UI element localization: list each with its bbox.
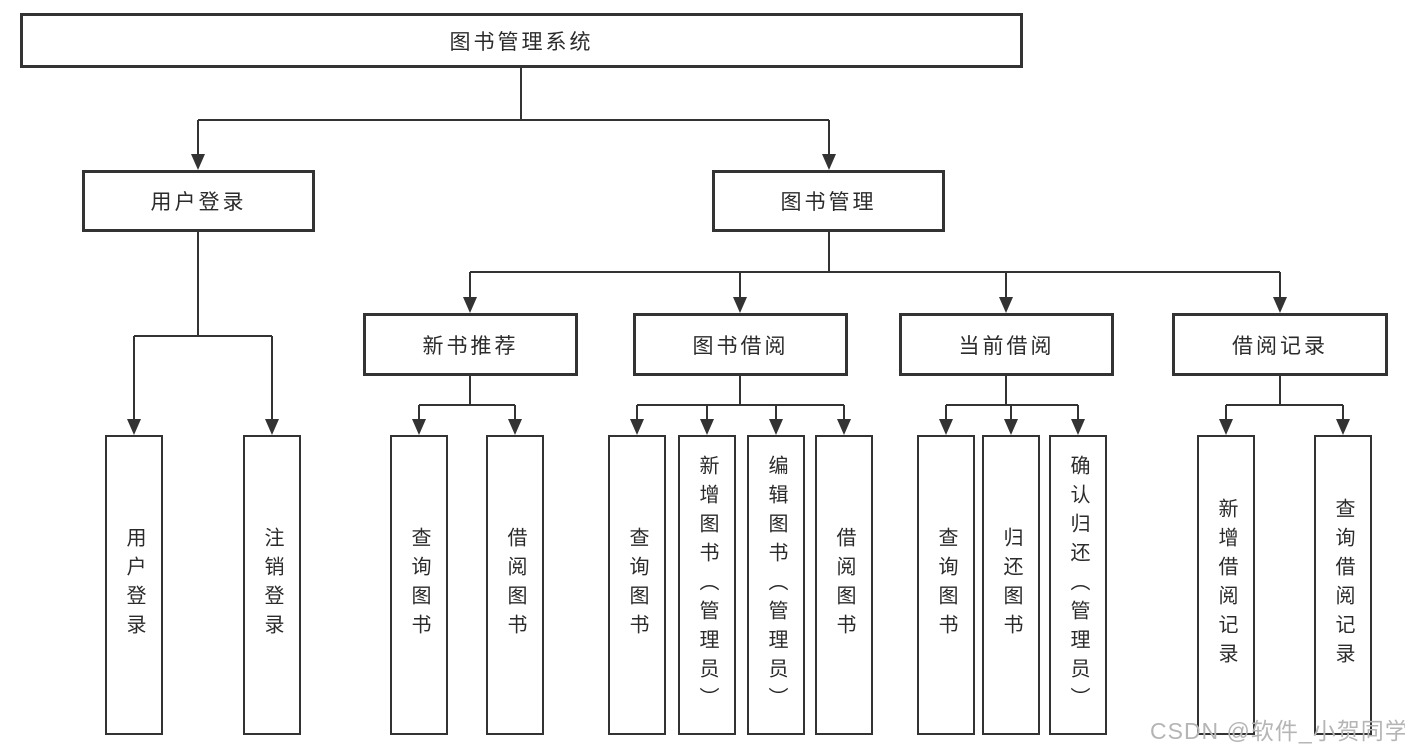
- node-label: 图书借阅: [692, 334, 789, 358]
- leaf-query-borrow-record: 查询借阅记录: [1314, 435, 1372, 735]
- leaf-edit-book-admin: 编辑图书（管理员）: [747, 435, 805, 735]
- node-new-book-recommend: 新书推荐: [363, 313, 578, 376]
- node-label: 归还图书: [1000, 527, 1022, 643]
- arrowhead-icons: [127, 154, 1350, 435]
- node-user-login: 用户登录: [82, 170, 315, 232]
- node-label: 借阅记录: [1232, 334, 1328, 358]
- node-current-borrowing: 当前借阅: [899, 313, 1114, 376]
- node-label: 新书推荐: [422, 334, 519, 358]
- node-label: 查询图书: [626, 527, 648, 643]
- node-label: 图书管理: [780, 191, 877, 214]
- node-label: 用户登录: [150, 191, 247, 214]
- node-label: 图书管理系统: [449, 30, 594, 54]
- node-label: 新增图书（管理员）: [696, 454, 718, 716]
- node-label: 借阅图书: [504, 527, 526, 643]
- leaf-query-books-current: 查询图书: [917, 435, 975, 735]
- leaf-return-books: 归还图书: [982, 435, 1040, 735]
- leaf-query-books-borrowing: 查询图书: [608, 435, 666, 735]
- node-label: 查询借阅记录: [1332, 498, 1354, 672]
- leaf-add-book-admin: 新增图书（管理员）: [678, 435, 736, 735]
- leaf-logout: 注销登录: [243, 435, 301, 735]
- node-borrow-records: 借阅记录: [1172, 313, 1388, 376]
- leaf-add-borrow-record: 新增借阅记录: [1197, 435, 1255, 735]
- node-label: 新增借阅记录: [1215, 498, 1237, 672]
- node-label: 注销登录: [261, 527, 283, 643]
- leaf-query-books-recommend: 查询图书: [390, 435, 448, 735]
- leaf-confirm-return-admin: 确认归还（管理员）: [1049, 435, 1107, 735]
- node-label: 编辑图书（管理员）: [765, 454, 787, 716]
- node-label: 当前借阅: [958, 334, 1055, 358]
- leaf-user-login: 用户登录: [105, 435, 163, 735]
- node-library-system: 图书管理系统: [20, 13, 1023, 68]
- node-label: 确认归还（管理员）: [1067, 454, 1089, 716]
- node-label: 查询图书: [935, 527, 957, 643]
- node-label: 查询图书: [408, 527, 430, 643]
- csdn-watermark: CSDN @软件_小贺同学: [1150, 718, 1405, 744]
- leaf-borrow-books-recommend: 借阅图书: [486, 435, 544, 735]
- node-book-borrowing: 图书借阅: [633, 313, 848, 376]
- node-book-management: 图书管理: [712, 170, 945, 232]
- node-label: 借阅图书: [833, 527, 855, 643]
- node-label: 用户登录: [123, 527, 145, 643]
- leaf-borrow-books: 借阅图书: [815, 435, 873, 735]
